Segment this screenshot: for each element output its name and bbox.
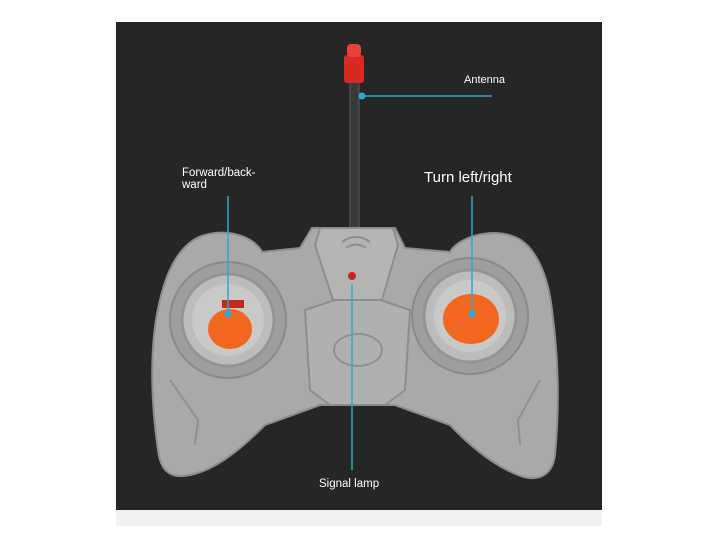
turn-label: Turn left/right (424, 169, 512, 186)
antenna-label: Antenna (464, 74, 505, 86)
left-joystick (208, 309, 252, 349)
bottom-strip (116, 510, 602, 526)
remote-controller (151, 227, 559, 480)
callout-lines (224, 92, 492, 470)
antenna (344, 44, 364, 231)
signal-lamp (348, 272, 356, 280)
forward-backward-label: Forward/back- ward (182, 167, 256, 192)
signal-lamp-label: Signal lamp (319, 478, 380, 490)
right-joystick (443, 294, 499, 344)
antenna-tip (344, 55, 364, 83)
